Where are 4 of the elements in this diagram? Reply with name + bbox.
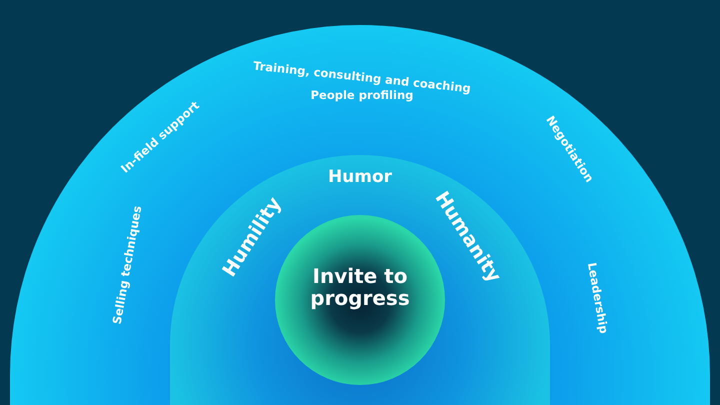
ring-label: Leadership [584, 261, 612, 335]
ring-label: Invite to progress [309, 265, 411, 309]
ring-label: People profiling [310, 88, 414, 102]
ring-label: Humor [328, 167, 392, 187]
